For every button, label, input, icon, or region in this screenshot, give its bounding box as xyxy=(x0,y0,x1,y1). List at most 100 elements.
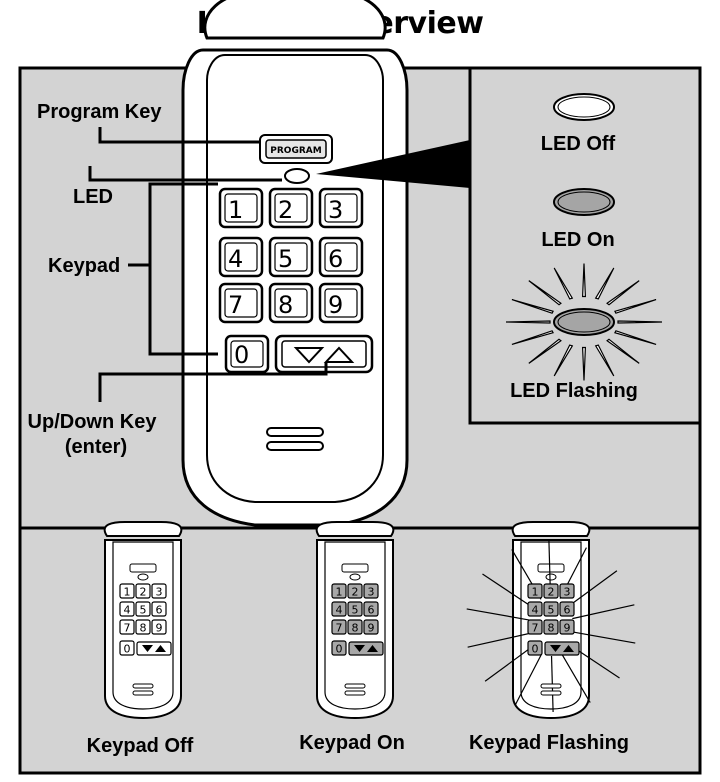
svg-text:2: 2 xyxy=(352,586,359,599)
callout-keypad: Keypad xyxy=(48,255,120,277)
key-3: 3 xyxy=(318,187,364,229)
small-key: 0 xyxy=(331,640,347,656)
small-key: 9 xyxy=(559,619,575,635)
small-up-down-key xyxy=(136,641,172,656)
led-on-icon xyxy=(553,188,615,216)
small-key: 4 xyxy=(527,601,543,617)
callout-enter: (enter) xyxy=(65,436,127,458)
callout-lines xyxy=(88,127,328,402)
small-key: 9 xyxy=(151,619,167,635)
small-up-down-key xyxy=(544,641,580,656)
key-0: 0 xyxy=(224,334,270,374)
small-key: 8 xyxy=(135,619,151,635)
svg-text:8: 8 xyxy=(140,622,147,635)
key-label: 2 xyxy=(278,196,293,224)
program-button-text: PROGRAM xyxy=(270,146,321,156)
callout-led: LED xyxy=(73,186,113,208)
small-key: 7 xyxy=(527,619,543,635)
small-key: 6 xyxy=(151,601,167,617)
small-key: 3 xyxy=(363,583,379,599)
svg-text:9: 9 xyxy=(156,622,163,635)
led-indicator xyxy=(284,168,310,184)
callout-up-down-key: Up/Down Key xyxy=(28,411,158,433)
svg-text:5: 5 xyxy=(352,604,359,617)
keypad-off-label: Keypad Off xyxy=(87,735,194,757)
small-key: 2 xyxy=(543,583,559,599)
key-label: 7 xyxy=(228,291,243,319)
key-label: 1 xyxy=(228,196,243,224)
small-key: 0 xyxy=(119,640,135,656)
small-key: 4 xyxy=(119,601,135,617)
small-key: 2 xyxy=(347,583,363,599)
small-key: 9 xyxy=(363,619,379,635)
svg-text:4: 4 xyxy=(124,604,131,617)
small-key: 8 xyxy=(347,619,363,635)
svg-text:1: 1 xyxy=(124,586,131,599)
key-label: 4 xyxy=(228,245,243,273)
svg-text:1: 1 xyxy=(532,586,539,599)
key-label: 0 xyxy=(234,341,249,369)
small-key: 1 xyxy=(119,583,135,599)
svg-text:2: 2 xyxy=(548,586,555,599)
small-key: 8 xyxy=(543,619,559,635)
svg-text:3: 3 xyxy=(564,586,571,599)
small-key: 1 xyxy=(527,583,543,599)
program-button: PROGRAM xyxy=(259,134,333,164)
small-key: 2 xyxy=(135,583,151,599)
up-arrow-icon xyxy=(323,346,355,363)
keypad-flashing-label: Keypad Flashing xyxy=(469,732,629,754)
svg-text:8: 8 xyxy=(548,622,555,635)
led-flashing-icon xyxy=(553,308,615,336)
svg-text:3: 3 xyxy=(156,586,163,599)
svg-text:7: 7 xyxy=(124,622,131,635)
svg-text:9: 9 xyxy=(564,622,571,635)
led-flash-rays xyxy=(505,263,663,381)
led-on-label: LED On xyxy=(541,229,614,251)
svg-text:7: 7 xyxy=(336,622,343,635)
small-key: 1 xyxy=(331,583,347,599)
small-key: 3 xyxy=(559,583,575,599)
key-5: 5 xyxy=(268,236,314,278)
key-4: 4 xyxy=(218,236,264,278)
svg-text:2: 2 xyxy=(140,586,147,599)
svg-text:0: 0 xyxy=(336,643,343,656)
small-key: 4 xyxy=(331,601,347,617)
small-key: 5 xyxy=(347,601,363,617)
led-off-label: LED Off xyxy=(541,133,616,155)
small-up-down-key xyxy=(348,641,384,656)
key-6: 6 xyxy=(318,236,364,278)
svg-text:6: 6 xyxy=(368,604,375,617)
svg-text:1: 1 xyxy=(336,586,343,599)
led-flashing-label: LED Flashing xyxy=(510,380,638,402)
led-off-icon xyxy=(553,93,615,121)
svg-text:4: 4 xyxy=(336,604,343,617)
key-2: 2 xyxy=(268,187,314,229)
small-key: 0 xyxy=(527,640,543,656)
svg-text:9: 9 xyxy=(368,622,375,635)
small-key: 6 xyxy=(559,601,575,617)
key-9: 9 xyxy=(318,282,364,324)
svg-text:0: 0 xyxy=(532,643,539,656)
key-label: 3 xyxy=(328,196,343,224)
large-key-grid: 1 2 3 4 5 6 7 8 9 0 xyxy=(218,187,364,374)
small-key: 7 xyxy=(119,619,135,635)
svg-text:4: 4 xyxy=(532,604,539,617)
key-label: 9 xyxy=(328,291,343,319)
down-arrow-icon xyxy=(293,347,325,364)
svg-text:7: 7 xyxy=(532,622,539,635)
keypad-on-label: Keypad On xyxy=(299,732,405,754)
key-7: 7 xyxy=(218,282,264,324)
svg-text:5: 5 xyxy=(140,604,147,617)
key-label: 6 xyxy=(328,245,343,273)
key-label: 8 xyxy=(278,291,293,319)
svg-text:6: 6 xyxy=(564,604,571,617)
led-pointer xyxy=(316,140,470,188)
key-label: 5 xyxy=(278,245,293,273)
small-key: 6 xyxy=(363,601,379,617)
small-key: 5 xyxy=(543,601,559,617)
up-down-key xyxy=(274,334,374,374)
small-key: 3 xyxy=(151,583,167,599)
